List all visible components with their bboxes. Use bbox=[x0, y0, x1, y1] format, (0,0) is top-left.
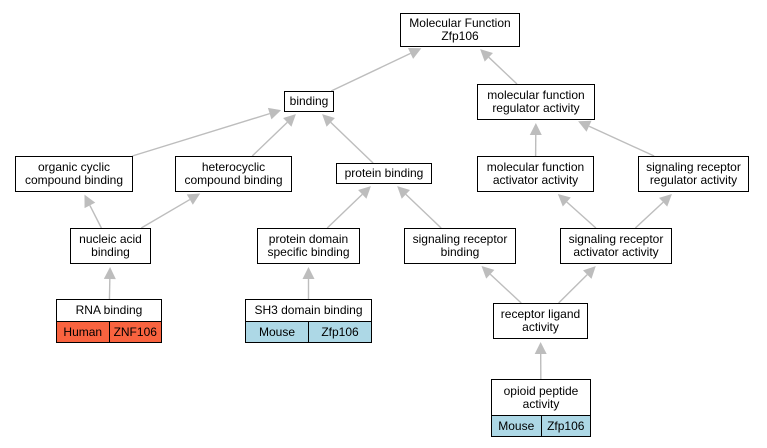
edge-rla-to-srb bbox=[489, 273, 522, 304]
node-label-line: RNA binding bbox=[75, 303, 143, 317]
edge-arrowhead bbox=[659, 194, 672, 207]
node-label-line: molecular function bbox=[487, 88, 585, 102]
edge-mfra-to-root bbox=[488, 56, 518, 85]
node-label-line: Molecular Function bbox=[409, 16, 511, 30]
node-sh3-domain-binding[interactable]: SH3 domain binding Mouse Zfp106 bbox=[245, 299, 372, 343]
gene-cell: ZNF106 bbox=[108, 322, 161, 342]
gene-cell: Zfp106 bbox=[308, 322, 371, 342]
node-label-line: activity bbox=[522, 396, 560, 411]
node-label-line: binding bbox=[440, 245, 480, 259]
node-label-line: opioid peptide bbox=[503, 383, 579, 398]
node-label-line: protein domain bbox=[268, 232, 349, 246]
edge-pdsb-to-pb bbox=[326, 193, 363, 229]
species-cell: Human bbox=[57, 322, 109, 342]
node-label-line: organic cyclic bbox=[37, 160, 111, 174]
edge-arrowhead bbox=[358, 186, 371, 199]
edge-arrowhead bbox=[407, 47, 422, 59]
edge-arrowhead bbox=[186, 193, 201, 205]
edge-srb-to-pb bbox=[405, 193, 442, 229]
gene-annotation-row: Mouse Zfp106 bbox=[246, 321, 371, 342]
species-cell: Mouse bbox=[492, 416, 541, 436]
edge-hcb-to-binding bbox=[251, 121, 288, 157]
edge-rla-to-sraa bbox=[558, 274, 588, 304]
node-label-line: compound binding bbox=[24, 173, 124, 187]
edge-srra-to-mfra bbox=[588, 125, 655, 157]
species-cell: Mouse bbox=[246, 322, 308, 342]
node-rna-binding[interactable]: RNA binding Human ZNF106 bbox=[56, 299, 162, 343]
node-label-line: compound binding bbox=[184, 173, 283, 187]
node-label-line: protein binding bbox=[344, 166, 424, 180]
edge-arrowhead bbox=[267, 107, 282, 120]
edge-arrowhead bbox=[302, 267, 315, 279]
gene-annotation-row: Mouse Zfp106 bbox=[492, 415, 590, 436]
node-label-line: specific binding bbox=[267, 245, 350, 259]
edge-ocb-to-binding bbox=[132, 112, 270, 157]
gene-annotation-row: Human ZNF106 bbox=[57, 321, 161, 342]
edge-arrowhead bbox=[578, 120, 592, 132]
edge-arrowhead bbox=[103, 266, 116, 280]
node-label-line: SH3 domain binding bbox=[254, 303, 363, 317]
edge-arrowhead bbox=[397, 186, 411, 199]
node-label-line: signaling receptor bbox=[568, 232, 664, 246]
edge-nab-to-ocb bbox=[89, 205, 102, 229]
edge-arrowhead bbox=[322, 114, 335, 127]
node-binding[interactable]: binding bbox=[284, 91, 334, 112]
edge-arrowhead bbox=[481, 266, 495, 279]
node-label-line: regulator activity bbox=[649, 173, 738, 187]
edge-binding-to-root bbox=[330, 52, 411, 92]
node-label-line: signaling receptor bbox=[646, 160, 741, 174]
gene-cell: Zfp106 bbox=[540, 416, 590, 436]
edge-pb-to-binding bbox=[330, 121, 374, 164]
edge-arrowhead bbox=[557, 193, 571, 207]
node-label-line: activator activity bbox=[492, 173, 579, 187]
node-label-line: receptor ligand bbox=[500, 307, 581, 321]
edge-arrowhead bbox=[283, 114, 296, 127]
edge-arrowhead bbox=[480, 49, 493, 62]
node-label-line: Zfp106 bbox=[441, 29, 479, 43]
edge-sraa-to-srra bbox=[634, 201, 664, 229]
edge-arrowhead bbox=[529, 122, 542, 136]
edge-arrowhead bbox=[583, 266, 596, 279]
node-label-line: activator activity bbox=[573, 245, 659, 259]
node-label-line: nucleic acid bbox=[79, 232, 142, 246]
node-protein-binding[interactable]: protein binding bbox=[336, 163, 432, 184]
node-label-line: molecular function bbox=[486, 160, 585, 174]
node-label-line: signaling receptor bbox=[412, 232, 508, 246]
edge-arrowhead bbox=[534, 341, 547, 355]
node-label-line: regulator activity bbox=[492, 101, 580, 115]
node-label-line: heterocyclic bbox=[201, 160, 266, 174]
node-label-line: binding bbox=[289, 94, 329, 108]
edge-sraa-to-mfaa bbox=[566, 201, 597, 229]
node-label-line: activity bbox=[522, 320, 559, 334]
edge-nab-to-hcb bbox=[140, 198, 191, 229]
node-label-line: binding bbox=[91, 245, 130, 259]
edge-arrowhead bbox=[84, 194, 96, 209]
